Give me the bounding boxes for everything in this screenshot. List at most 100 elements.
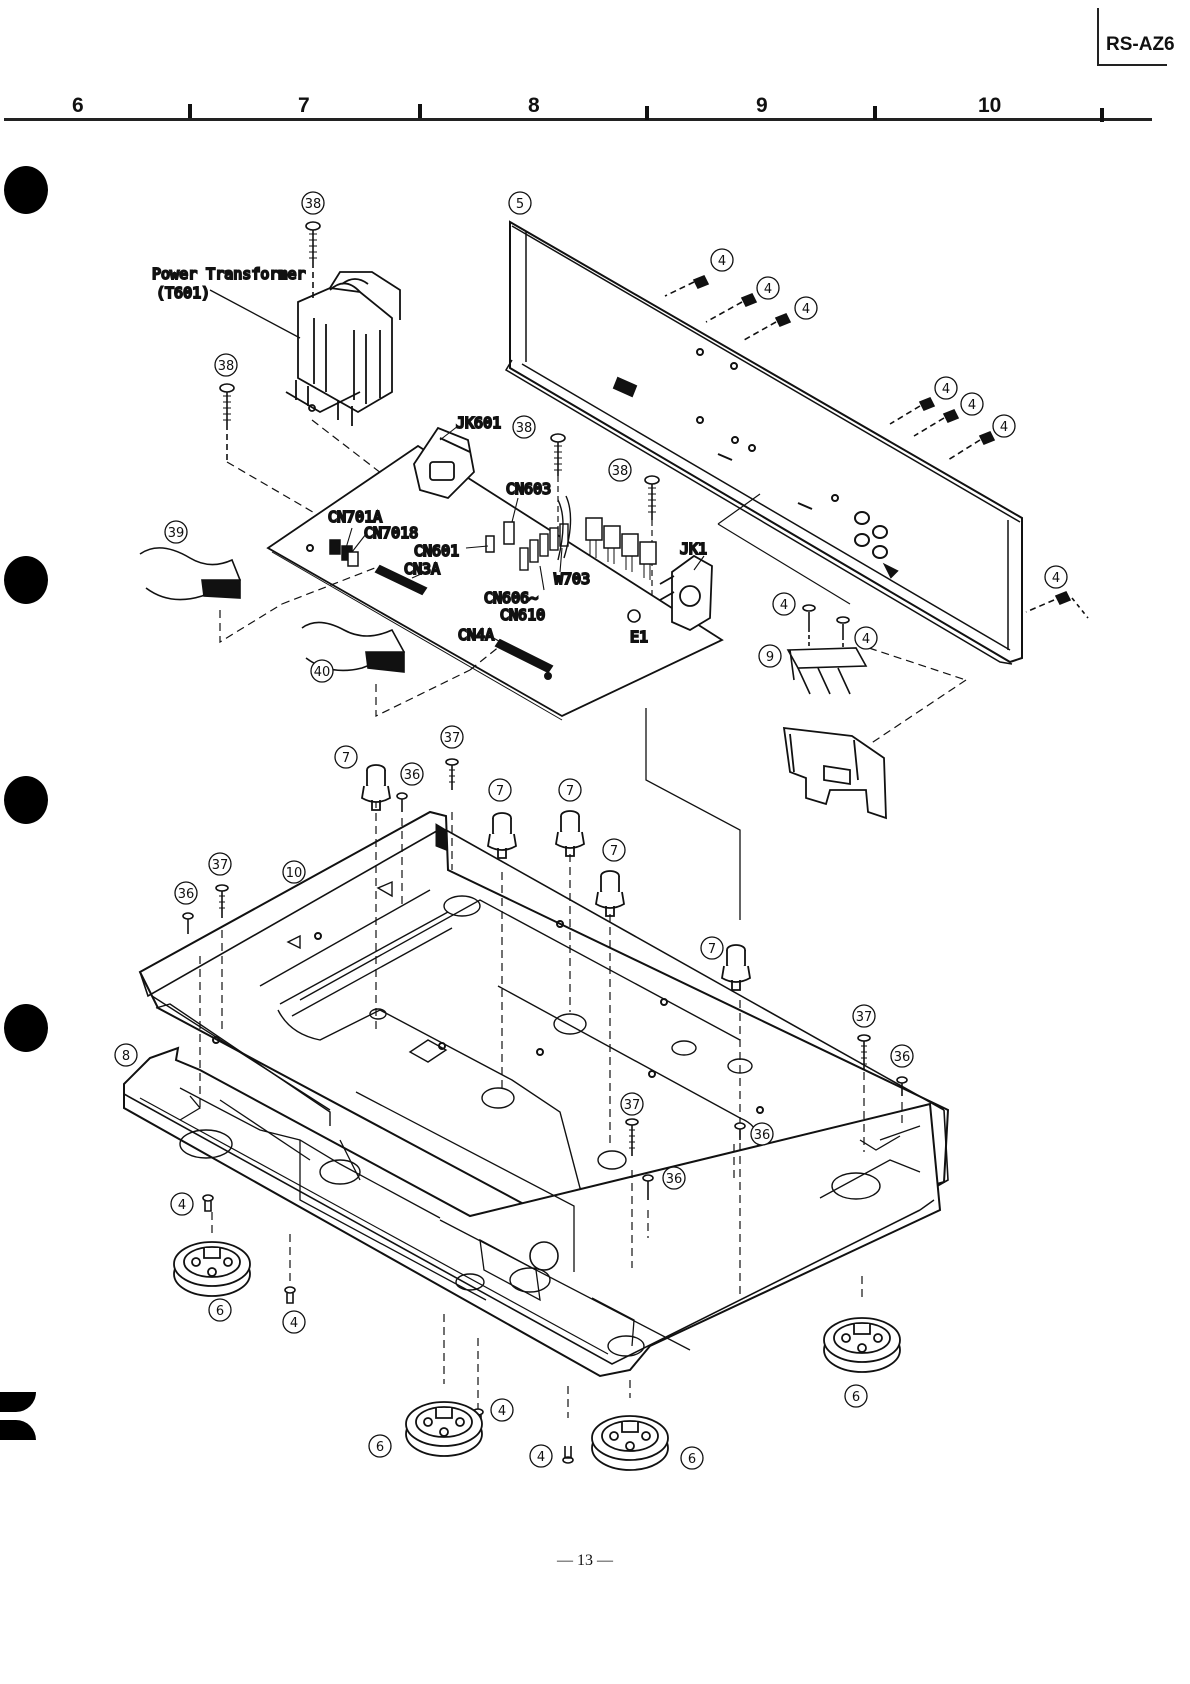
callout-4: 4 [757, 277, 779, 299]
svg-text:4: 4 [942, 382, 950, 397]
svg-text:4: 4 [1052, 571, 1060, 586]
label-cn603: CN603 [506, 480, 551, 498]
callout-4: 4 [1045, 566, 1067, 588]
callout-4: 4 [171, 1193, 193, 1215]
svg-text:4: 4 [862, 632, 870, 647]
svg-text:6: 6 [376, 1440, 384, 1455]
svg-text:39: 39 [168, 526, 185, 541]
callout-4: 4 [935, 377, 957, 399]
callout-36: 36 [663, 1167, 685, 1189]
page-number: — 13 — [550, 1552, 620, 1570]
label-power-transformer: Power Transformer [152, 265, 306, 283]
svg-text:38: 38 [218, 359, 235, 374]
callout-39: 39 [165, 521, 187, 543]
svg-text:7: 7 [496, 784, 504, 799]
label-w703: W703 [554, 570, 590, 588]
callout-8: 8 [115, 1044, 137, 1066]
svg-text:7: 7 [708, 942, 716, 957]
svg-text:6: 6 [852, 1390, 860, 1405]
svg-text:36: 36 [404, 768, 421, 783]
svg-text:4: 4 [537, 1450, 545, 1465]
callout-7: 7 [603, 839, 625, 861]
power-transformer [286, 272, 400, 426]
callout-4: 4 [491, 1399, 513, 1421]
svg-text:38: 38 [305, 197, 322, 212]
svg-text:4: 4 [718, 254, 726, 269]
label-cn606: CN606~ [484, 589, 538, 607]
svg-text:36: 36 [894, 1050, 911, 1065]
callout-36: 36 [401, 763, 423, 785]
callout-38: 38 [609, 459, 631, 481]
svg-text:7: 7 [566, 784, 574, 799]
main-pcb [268, 428, 722, 720]
svg-text:4: 4 [802, 302, 810, 317]
label-jk1: JK1 [680, 540, 707, 558]
label-e1: E1 [630, 628, 648, 646]
svg-text:4: 4 [968, 398, 976, 413]
svg-text:4: 4 [780, 598, 788, 613]
callout-37: 37 [853, 1005, 875, 1027]
svg-text:37: 37 [856, 1010, 873, 1025]
svg-text:6: 6 [688, 1452, 696, 1467]
label-jk601: JK601 [456, 414, 501, 432]
svg-text:37: 37 [624, 1098, 641, 1113]
callout-37: 37 [209, 853, 231, 875]
svg-text:5: 5 [516, 197, 524, 212]
callout-7: 7 [559, 779, 581, 801]
label-cn601: CN601 [414, 542, 459, 560]
callout-38: 38 [513, 416, 535, 438]
svg-text:37: 37 [444, 731, 461, 746]
svg-text:4: 4 [290, 1316, 298, 1331]
callout-4: 4 [711, 249, 733, 271]
callout-37: 37 [441, 726, 463, 748]
svg-text:6: 6 [216, 1304, 224, 1319]
transformer-leader-line [210, 290, 300, 338]
callout-4: 4 [855, 627, 877, 649]
label-cn4a: CN4A [458, 626, 494, 644]
svg-text:36: 36 [754, 1128, 771, 1143]
callout-7: 7 [335, 746, 357, 768]
callout-4: 4 [993, 415, 1015, 437]
callout-38: 38 [302, 192, 324, 214]
callout-4: 4 [961, 393, 983, 415]
callout-7: 7 [489, 779, 511, 801]
svg-text:9: 9 [766, 650, 774, 665]
label-cn3a: CN3A [404, 560, 440, 578]
callout-4: 4 [530, 1445, 552, 1467]
cn603-connector [504, 522, 514, 544]
svg-text:10: 10 [286, 866, 303, 881]
holder-bracket [784, 728, 886, 818]
svg-text:37: 37 [212, 858, 229, 873]
svg-text:4: 4 [498, 1404, 506, 1419]
svg-text:4: 4 [764, 282, 772, 297]
svg-text:7: 7 [610, 844, 618, 859]
callout-6: 6 [369, 1435, 391, 1457]
svg-text:8: 8 [122, 1049, 130, 1064]
callout-38: 38 [215, 354, 237, 376]
svg-text:38: 38 [516, 421, 533, 436]
svg-text:7: 7 [342, 751, 350, 766]
cn601-connector [486, 536, 494, 552]
callout-4: 4 [795, 297, 817, 319]
svg-text:36: 36 [666, 1172, 683, 1187]
label-cn7018: CN7018 [364, 524, 418, 542]
svg-text:36: 36 [178, 887, 195, 902]
svg-text:4: 4 [1000, 420, 1008, 435]
svg-text:4: 4 [178, 1198, 186, 1213]
callout-10: 10 [283, 861, 305, 883]
callout-4: 4 [773, 593, 795, 615]
label-cn610: CN610 [500, 606, 545, 624]
svg-text:38: 38 [612, 464, 629, 479]
callout-36: 36 [891, 1045, 913, 1067]
callout-6: 6 [681, 1447, 703, 1469]
callout-40: 40 [311, 660, 333, 682]
callout-37: 37 [621, 1093, 643, 1115]
screw-38-top [306, 222, 320, 300]
svg-text:40: 40 [314, 665, 331, 680]
callout-9: 9 [759, 645, 781, 667]
callout-6: 6 [845, 1385, 867, 1407]
callout-6: 6 [209, 1299, 231, 1321]
callout-4: 4 [283, 1311, 305, 1333]
callout-5: 5 [509, 192, 531, 214]
